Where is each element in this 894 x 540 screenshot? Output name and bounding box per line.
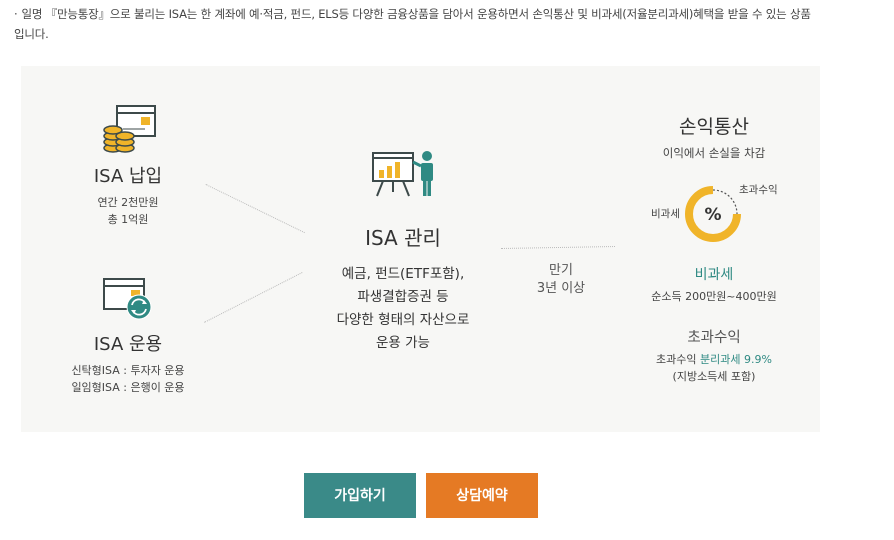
offset-title: 손익통산 xyxy=(679,116,749,138)
bullet: · xyxy=(14,7,18,21)
intro-text-block: ·일명 『만능통장』으로 불리는 ISA는 한 계좌에 예·적금, 펀드, EL… xyxy=(14,4,814,44)
join-button[interactable]: 가입하기 xyxy=(304,473,416,518)
operation-line1: 신탁형ISA : 투자자 운용 xyxy=(71,364,185,377)
payment-block: ISA 납입 연간 2천만원 총 1억원 xyxy=(61,162,195,228)
management-desc: 예금, 펀드(ETF포함), 파생결합증권 등 다양한 형태의 자산으로 운용 … xyxy=(311,263,495,355)
donut-label-left: 비과세 xyxy=(651,208,680,220)
taxfree-block: 비과세 순소득 200만원~400만원 xyxy=(631,264,797,305)
intro-text: 일명 『만능통장』으로 불리는 ISA는 한 계좌에 예·적금, 펀드, ELS… xyxy=(14,7,811,41)
card-refresh-icon xyxy=(103,278,152,320)
connector-line-top xyxy=(205,184,305,234)
donut-excess-segment xyxy=(712,189,738,215)
donut-label-right: 초과수익 xyxy=(739,184,778,196)
management-line4: 운용 가능 xyxy=(376,335,430,351)
operation-block: ISA 운용 신탁형ISA : 투자자 운용 일임형ISA : 은행이 운용 xyxy=(41,330,215,396)
connector-line-bottom xyxy=(204,272,303,323)
offset-donut-block: 비과세 초과수익 % xyxy=(635,184,795,246)
management-title: ISA 관리 xyxy=(365,226,441,250)
operation-line2: 일임형ISA : 은행이 운용 xyxy=(71,381,185,394)
taxfree-title: 비과세 xyxy=(694,267,734,283)
management-line2: 파생결합증권 등 xyxy=(357,289,449,305)
maturity-block: 만기 3년 이상 xyxy=(521,262,601,298)
consult-button[interactable]: 상담예약 xyxy=(426,473,538,518)
maturity-line2: 3년 이상 xyxy=(536,281,586,296)
excess-desc-prefix: 초과수익 xyxy=(656,353,697,366)
excess-desc-note: (지방소득세 포함) xyxy=(672,370,756,383)
payment-line1: 연간 2천만원 xyxy=(97,196,159,209)
management-line1: 예금, 펀드(ETF포함), xyxy=(341,266,465,282)
management-block: ISA 관리 예금, 펀드(ETF포함), 파생결합증권 등 다양한 형태의 자… xyxy=(311,222,495,355)
presentation-board-icon xyxy=(372,151,433,197)
excess-title: 초과수익 xyxy=(687,330,741,346)
operation-title: ISA 운용 xyxy=(93,334,163,355)
excess-desc-highlight: 분리과세 9.9% xyxy=(700,353,772,366)
payment-line2: 총 1억원 xyxy=(107,213,149,226)
connector-line-right xyxy=(501,246,616,249)
coins-card-icon xyxy=(103,105,156,153)
taxfree-desc: 순소득 200만원~400만원 xyxy=(651,290,777,303)
maturity-line1: 만기 xyxy=(549,263,573,278)
excess-block: 초과수익 초과수익 분리과세 9.9% (지방소득세 포함) xyxy=(621,326,807,385)
offset-subtitle: 이익에서 손실을 차감 xyxy=(662,146,766,160)
offset-donut-chart: % xyxy=(685,186,741,242)
donut-taxfree-segment xyxy=(685,186,741,242)
donut-symbol: % xyxy=(704,205,721,225)
isa-diagram-panel: ISA 납입 연간 2천만원 총 1억원 ISA 운용 신탁형ISA : 투자자… xyxy=(21,66,820,432)
offset-block: 손익통산 이익에서 손실을 차감 xyxy=(631,112,797,162)
payment-title: ISA 납입 xyxy=(93,166,163,187)
management-line3: 다양한 형태의 자산으로 xyxy=(336,312,470,328)
